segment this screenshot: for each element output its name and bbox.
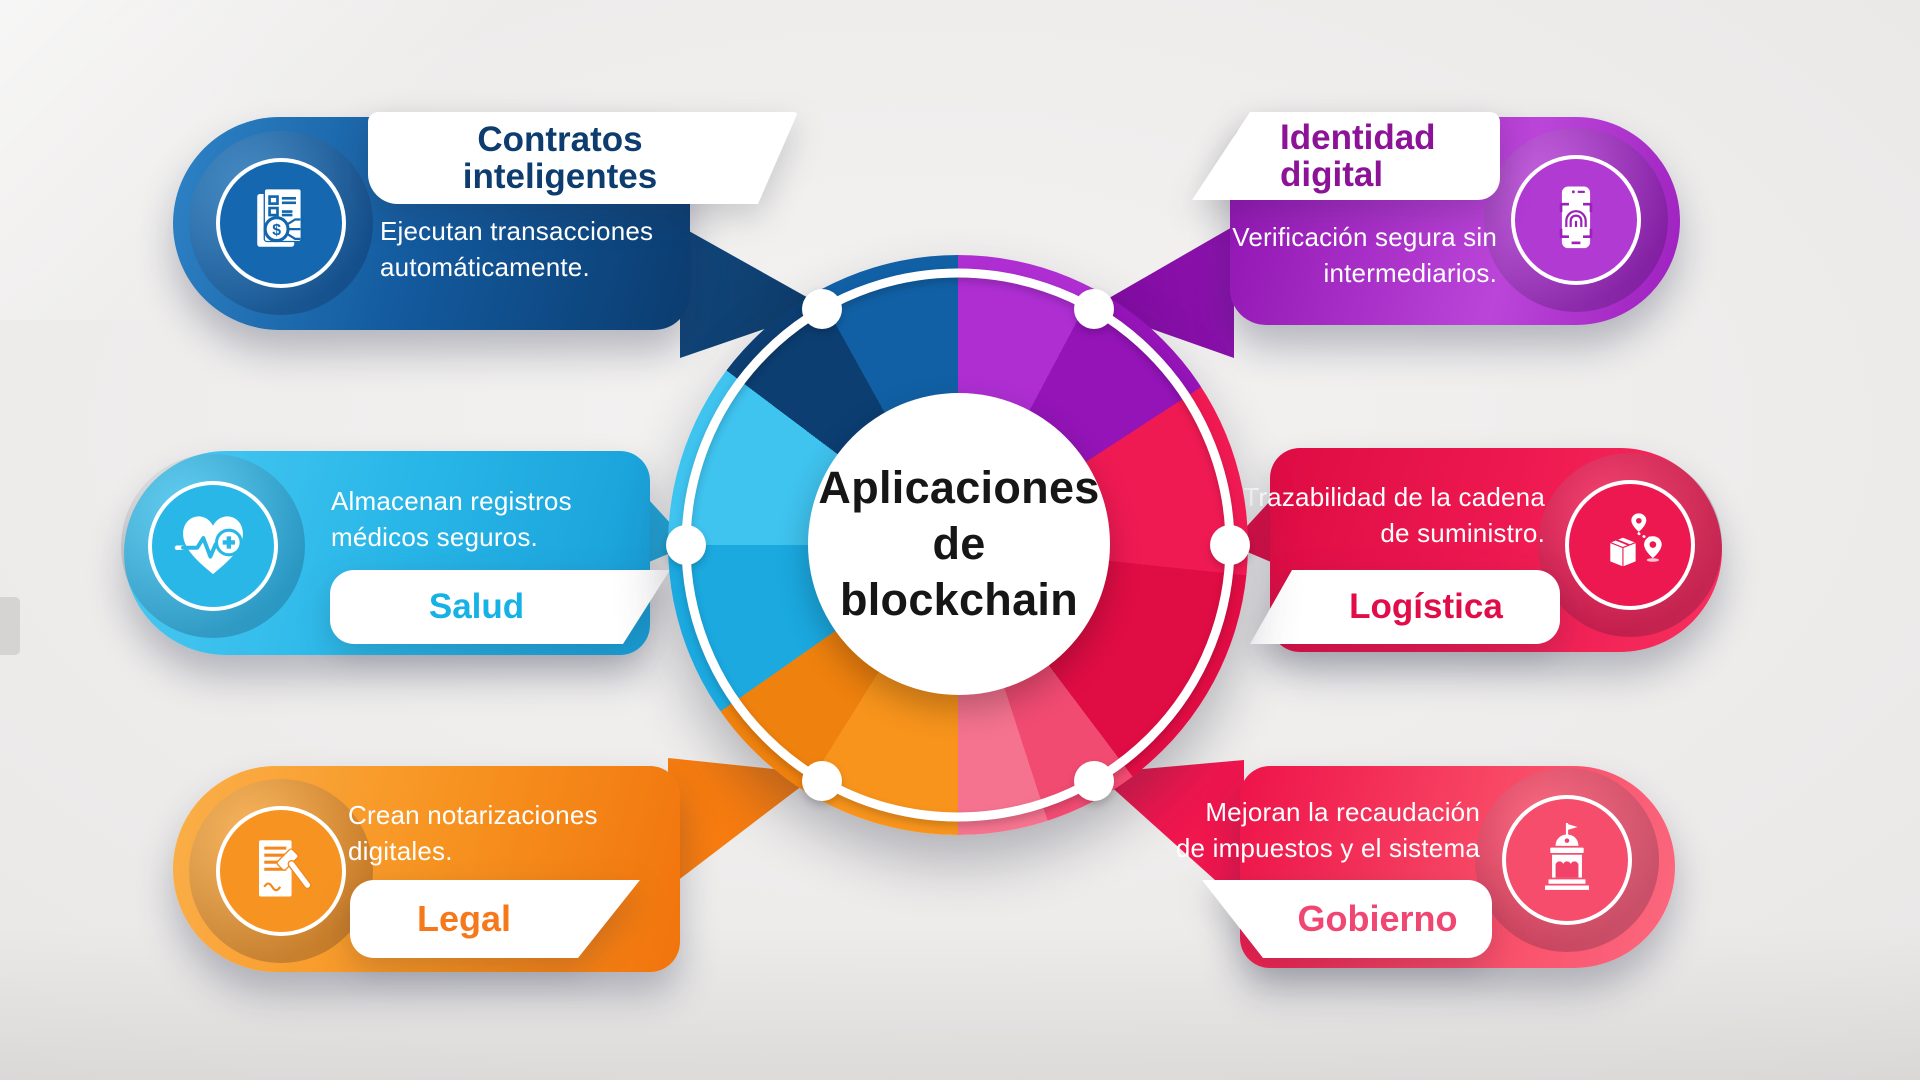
description-line: de suministro. [1380, 517, 1545, 548]
title-line: Identidad [1280, 117, 1436, 157]
card-title: Legal [416, 898, 512, 939]
icon-circle-identidad [1511, 155, 1641, 285]
legal-gavel-icon [259, 840, 312, 897]
icon-circle-legal [216, 806, 346, 936]
description-line: de impuestos y el sistema [1175, 832, 1480, 863]
card-description: Mejoran la recaudación de impuestos y el… [1160, 795, 1480, 867]
description-line: intermediarios. [1323, 257, 1497, 288]
card-title: Identidad digital [1280, 119, 1436, 193]
title-line: Contratos [477, 119, 643, 159]
title-line: digital [1280, 155, 1384, 194]
description-line: Crean notarizaciones [348, 800, 598, 830]
digital-identity-icon [1559, 186, 1593, 249]
title-line: inteligentes [462, 157, 658, 196]
card-description: Verificación segura sin intermediarios. [1180, 220, 1497, 292]
description-line: Trazabilidad de la cadena [1243, 482, 1545, 512]
government-building-icon [1545, 823, 1589, 890]
description-line: digitales. [348, 835, 453, 866]
description-line: Mejoran la recaudación [1205, 797, 1480, 827]
icon-circle-gobierno [1502, 795, 1632, 925]
center-circle: Aplicaciones de blockchain [808, 393, 1110, 695]
left-edge-tab [0, 597, 20, 655]
icon-circle-logistica [1565, 480, 1695, 610]
logistics-route-icon [1608, 513, 1662, 568]
smart-contract-icon: $ [257, 188, 306, 247]
diagram-title: Aplicaciones de blockchain [808, 460, 1110, 627]
description-line: médicos seguros. [331, 521, 538, 552]
svg-text:$: $ [272, 222, 281, 239]
card-description: Ejecutan transacciones automáticamente. [380, 214, 653, 286]
description-line: Verificación segura sin [1232, 222, 1497, 252]
description-line: Ejecutan transacciones [380, 216, 654, 246]
description-line: Almacenan registros [331, 486, 572, 516]
card-title: Contratos inteligentes [368, 121, 752, 195]
card-title: Salud [428, 587, 525, 626]
health-heart-icon [174, 516, 243, 575]
card-description: Trazabilidad de la cadena de suministro. [1225, 480, 1545, 552]
card-description: Crean notarizaciones digitales. [348, 798, 598, 870]
description-line: automáticamente. [380, 251, 590, 282]
icon-circle-contratos: $ [216, 158, 346, 288]
icon-circle-salud [148, 481, 278, 611]
title-line: de blockchain [839, 518, 1079, 625]
card-description: Almacenan registros médicos seguros. [331, 484, 572, 556]
title-line: Aplicaciones [818, 462, 1100, 514]
card-title: Gobierno [1297, 898, 1458, 939]
card-title: Logística [1349, 587, 1503, 626]
